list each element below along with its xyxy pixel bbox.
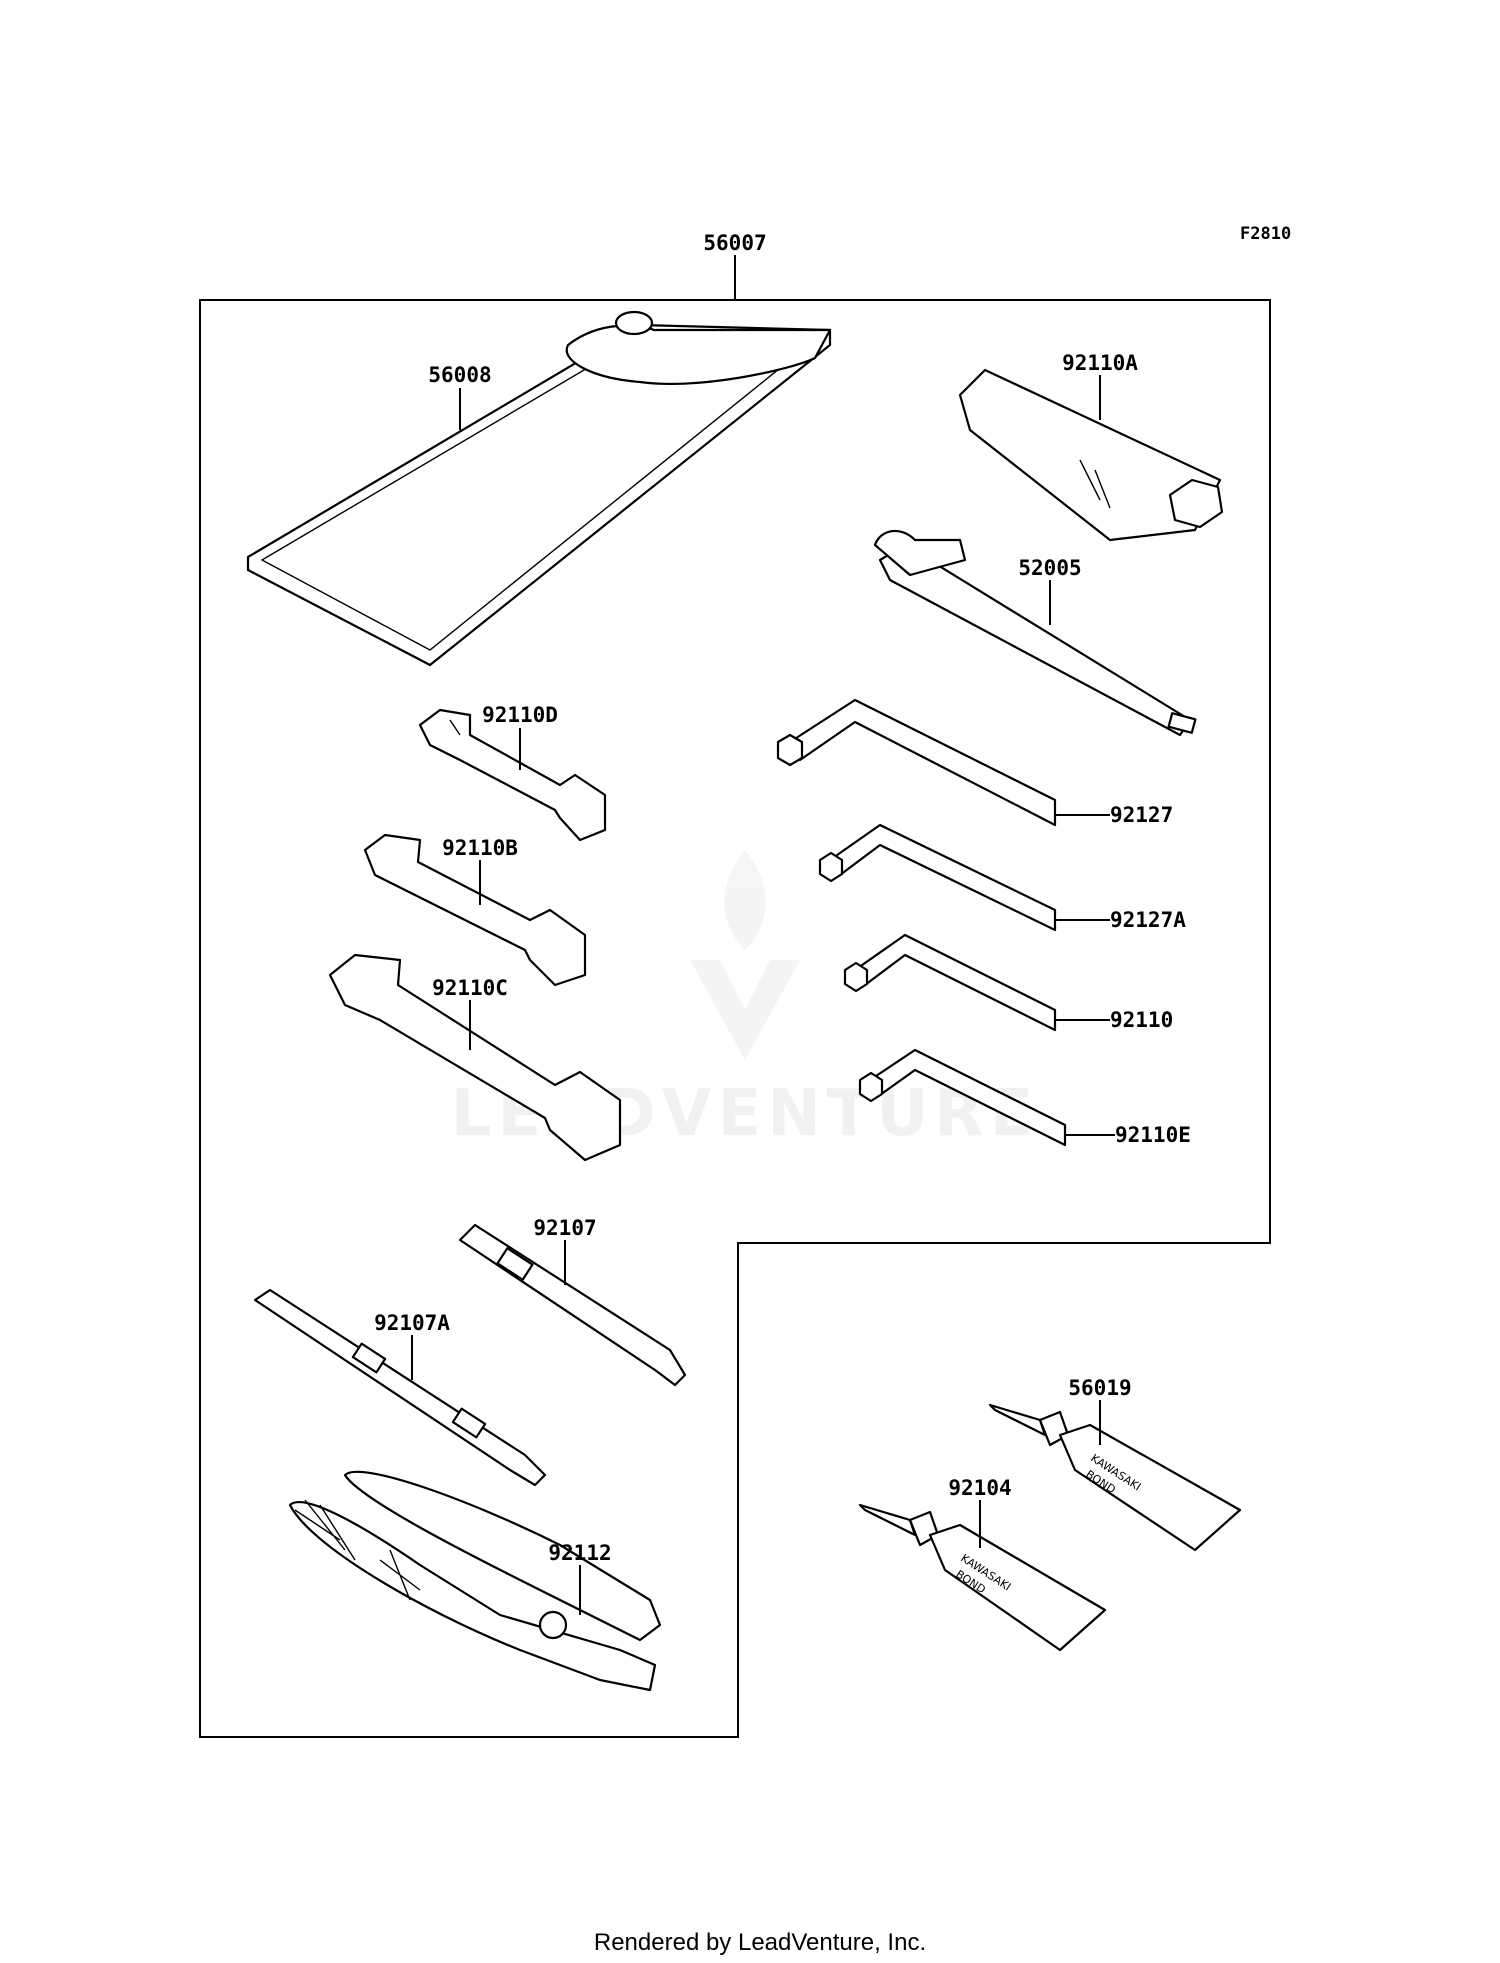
spark-plug-tool	[873, 529, 1197, 737]
bond-tube-92104: KAWASAKI BOND	[858, 1503, 1107, 1652]
figure-code: F2810	[1240, 224, 1291, 244]
hex-key-92110	[843, 933, 1057, 1032]
label-56019: 56019	[1068, 1376, 1131, 1400]
label-52005: 52005	[1018, 556, 1081, 580]
box-wrench	[958, 368, 1224, 542]
label-92104: 92104	[948, 1476, 1011, 1500]
label-92110E: 92110E	[1115, 1123, 1191, 1147]
label-56008: 56008	[428, 363, 491, 387]
screwdriver-bit-92107	[458, 1223, 687, 1387]
wrench-92110C	[328, 953, 622, 1162]
label-92110B: 92110B	[442, 836, 518, 860]
pliers	[288, 1470, 662, 1692]
hex-key-92110E	[858, 1048, 1067, 1147]
label-92112: 92112	[548, 1541, 611, 1565]
bond-tube-56019: KAWASAKI BOND	[988, 1403, 1242, 1552]
footer-credit: Rendered by LeadVenture, Inc.	[594, 1929, 926, 1956]
label-92127A: 92127A	[1110, 908, 1186, 932]
screwdriver-92107A	[253, 1288, 547, 1487]
hex-key-92127A	[818, 823, 1057, 932]
label-92107: 92107	[533, 1216, 596, 1240]
label-92110A: 92110A	[1062, 351, 1138, 375]
tool-bag	[246, 310, 832, 667]
tool-kit-boundary	[199, 255, 1271, 1738]
wrench-92110D	[418, 708, 607, 842]
label-92107A: 92107A	[374, 1311, 450, 1335]
label-92110: 92110	[1110, 1008, 1173, 1032]
label-92110D: 92110D	[482, 703, 558, 727]
hex-key-92127	[776, 698, 1057, 827]
label-56007: 56007	[703, 231, 766, 255]
label-92127: 92127	[1110, 803, 1173, 827]
wrench-92110B	[363, 833, 587, 987]
label-92110C: 92110C	[432, 976, 508, 1000]
